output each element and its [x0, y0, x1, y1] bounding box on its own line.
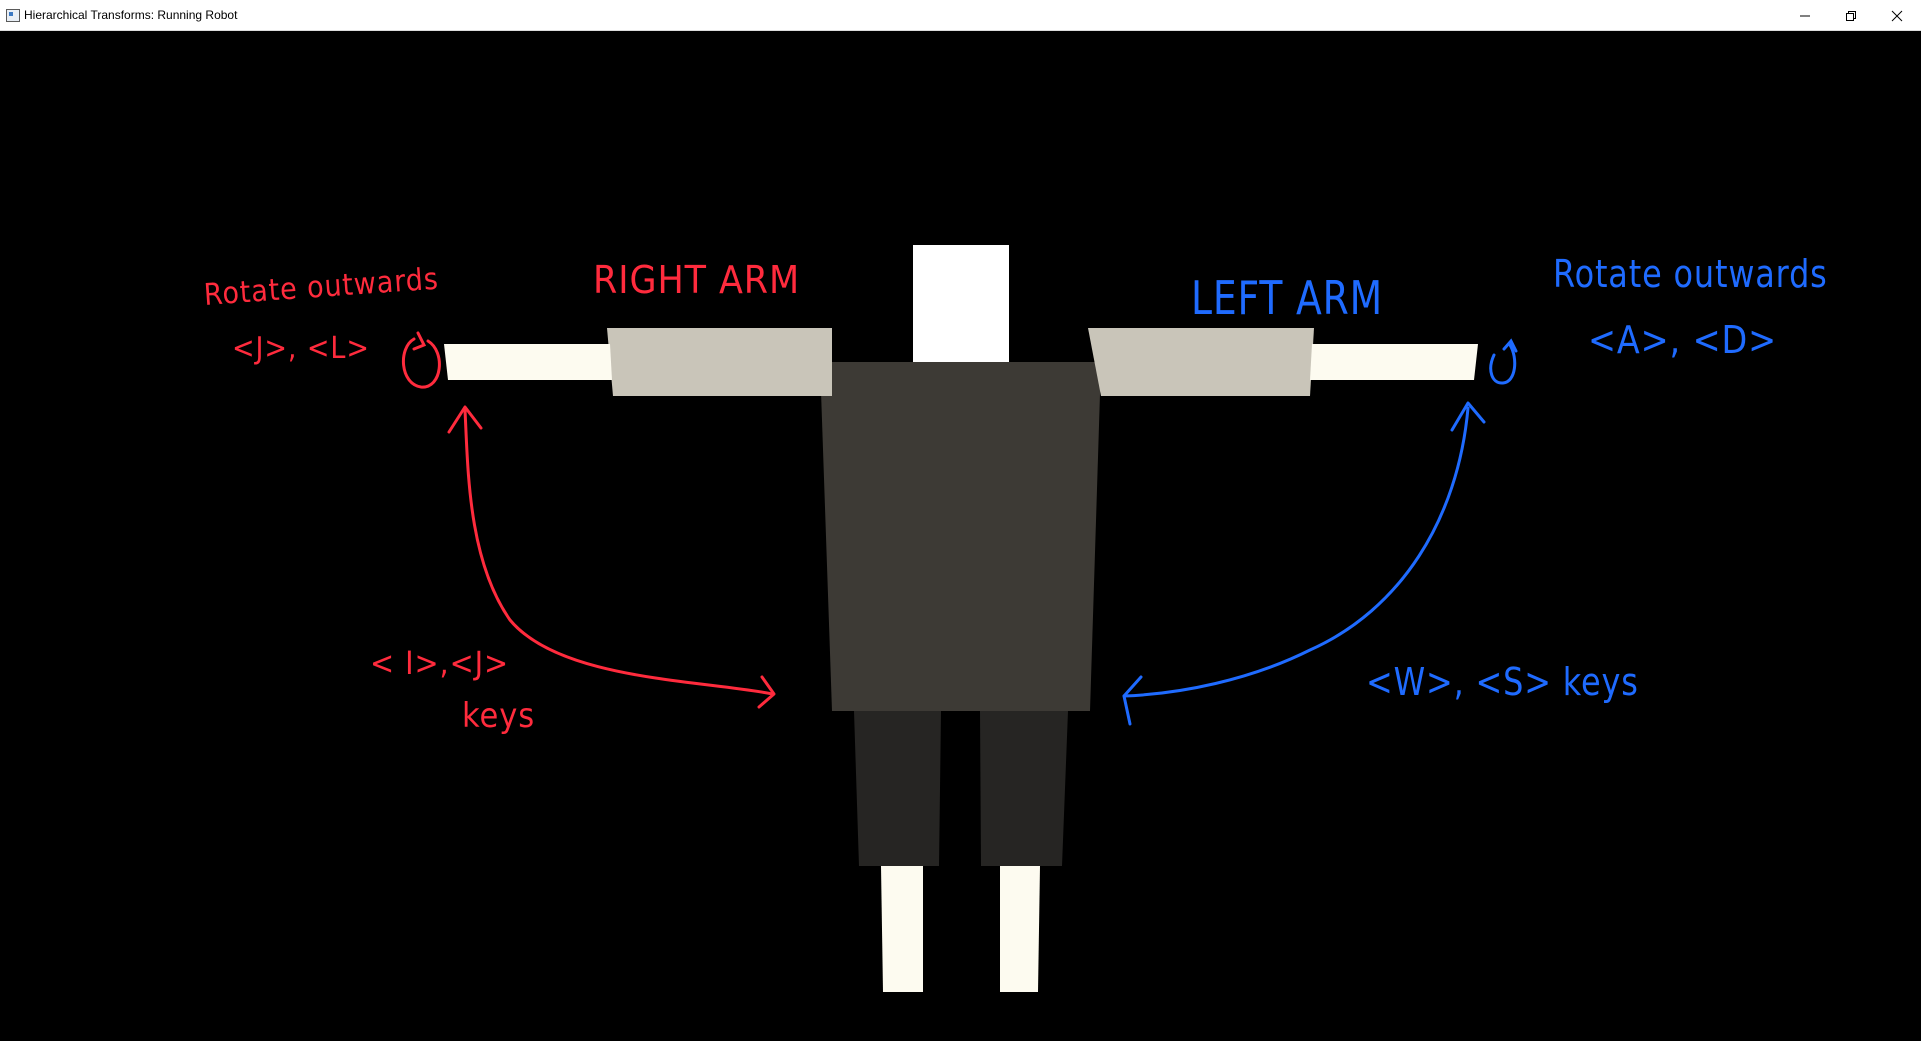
- right-arm-keys-hint-line1: < I>,<J>: [370, 644, 510, 682]
- robot-right-thigh: [854, 711, 941, 866]
- robot-right-forearm: [444, 344, 612, 380]
- left-arm-swing-arrow-icon: [1122, 401, 1486, 726]
- left-rotate-arrow-icon: [1489, 338, 1518, 385]
- minimize-button[interactable]: [1782, 0, 1828, 31]
- right-rotate-hint-line2: <J>, <L>: [232, 331, 370, 366]
- left-arm-keys-hint: <W>, <S> keys: [1366, 660, 1639, 704]
- robot-torso: [820, 362, 1101, 711]
- robot-left-upper-arm: [1088, 328, 1314, 396]
- restore-button[interactable]: [1828, 0, 1874, 31]
- robot-left-thigh: [980, 711, 1068, 866]
- robot-left-shin: [1000, 866, 1040, 992]
- right-arm-keys-hint-line2: keys: [462, 696, 536, 736]
- right-arm-swing-arrow-icon: [447, 405, 776, 709]
- left-arm-label: LEFT ARM: [1191, 271, 1384, 325]
- title-bar: Hierarchical Transforms: Running Robot: [0, 0, 1921, 31]
- render-viewport[interactable]: RIGHT ARM LEFT ARM Rotate outwards <J>, …: [0, 31, 1921, 1041]
- left-rotate-hint-line2: <A>, <D>: [1588, 318, 1778, 362]
- close-icon: [1891, 10, 1903, 21]
- robot-left-forearm: [1310, 344, 1478, 380]
- robot-scene: [401, 245, 1518, 992]
- left-rotate-hint-line1: Rotate outwards: [1553, 252, 1828, 296]
- close-button[interactable]: [1874, 0, 1920, 31]
- app-window-icon: [6, 9, 20, 22]
- robot-right-upper-arm: [607, 328, 832, 396]
- window-title: Hierarchical Transforms: Running Robot: [24, 8, 238, 22]
- robot-head: [913, 245, 1009, 363]
- right-rotate-arrow-icon: [401, 331, 441, 389]
- minimize-icon: [1800, 15, 1810, 16]
- right-arm-label: RIGHT ARM: [593, 258, 801, 302]
- restore-icon: [1846, 10, 1856, 21]
- robot-right-shin: [881, 866, 923, 992]
